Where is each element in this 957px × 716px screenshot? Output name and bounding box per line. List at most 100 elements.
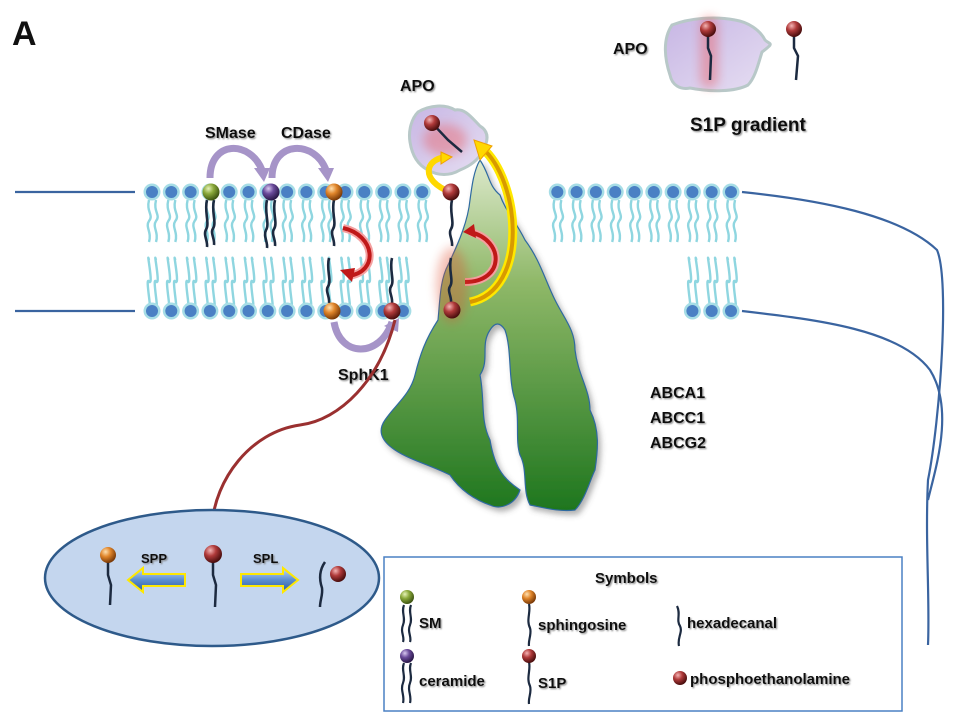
- lipid-tail: [281, 256, 287, 306]
- lipid-tail: [693, 199, 700, 243]
- flip-arrows: [340, 224, 500, 286]
- lipid-tail: [558, 199, 565, 243]
- lipid-head-core: [647, 186, 660, 198]
- lipid-tail: [339, 199, 345, 243]
- lipid-head-core: [300, 186, 313, 198]
- cytosol-sphingosine: [100, 547, 116, 606]
- lipid-tail: [571, 199, 577, 243]
- legend-phosphoethanolamine-label: phosphoethanolamine: [690, 671, 850, 688]
- sm-chain: [210, 199, 216, 246]
- lipid-tail: [153, 199, 159, 243]
- lipid-tail: [713, 199, 719, 243]
- free-s1p: [786, 21, 802, 81]
- legend-ceramide-icon: [400, 649, 414, 704]
- lipid-head-core: [165, 305, 178, 317]
- lipid-head-core: [686, 186, 699, 198]
- spp-arrow: [126, 565, 186, 595]
- lipid-tail: [655, 199, 661, 243]
- lipid-head-core: [223, 305, 236, 317]
- lipid-head-core: [339, 186, 351, 198]
- lipid-head-core: [358, 305, 371, 317]
- lipid-head-core: [184, 305, 197, 317]
- lipid-tail: [230, 256, 237, 306]
- lipid-tail: [300, 256, 307, 306]
- legend-s1p-label: S1P: [538, 675, 566, 692]
- lipid-tail: [648, 199, 654, 243]
- lipid-tail: [686, 199, 693, 243]
- lipid-tail: [165, 256, 172, 306]
- sphingosine-chain: [325, 257, 331, 304]
- s1p-outer: [442, 183, 460, 201]
- lipid-head-core: [146, 186, 158, 198]
- symbols-legend: Symbols SM sphingosine hexadecanal ceram…: [383, 556, 903, 712]
- lipid-tail: [307, 256, 314, 306]
- lipid-tail: [416, 199, 423, 243]
- sm-molecule: [202, 183, 220, 201]
- lipid-tail: [423, 199, 430, 243]
- membrane-sphingolipids: [202, 183, 468, 323]
- cytosol-products: [318, 561, 346, 608]
- apo-label-membrane: APO: [400, 78, 435, 95]
- lipid-head-core: [339, 305, 351, 317]
- apo-label-gradient: APO: [613, 41, 648, 58]
- lipid-tail: [262, 256, 268, 306]
- lipid-tail: [327, 199, 333, 243]
- lipid-tail: [288, 199, 294, 243]
- cytosol-compartment: [43, 508, 381, 648]
- spp-label: SPP: [141, 551, 167, 566]
- lipid-tail: [365, 199, 372, 243]
- panel-label: A: [12, 15, 37, 53]
- ceramide-chain: [271, 199, 277, 247]
- ceramide-molecule: [262, 183, 280, 201]
- sphk1-label: SphK1: [338, 367, 389, 384]
- cytosol-s1p: [204, 545, 222, 608]
- lipid-tail: [358, 256, 365, 306]
- lipid-head-core: [628, 186, 641, 198]
- lipid-tail: [578, 199, 584, 243]
- lipid-tail: [590, 199, 596, 243]
- lipid-head-core: [261, 305, 274, 317]
- lipid-tail: [192, 256, 198, 306]
- lipid-tail: [674, 199, 680, 243]
- lipid-tail: [211, 256, 217, 306]
- lipid-head-core: [551, 186, 564, 198]
- lipid-tail: [397, 199, 403, 243]
- lipid-tail: [146, 199, 152, 243]
- lipid-tail: [185, 256, 191, 306]
- lipid-tail: [320, 256, 326, 306]
- lipid-tail: [732, 256, 738, 306]
- legend-sphingosine-label: sphingosine: [538, 617, 626, 634]
- lipid-tail: [725, 199, 731, 243]
- sphingosine-chain: [330, 199, 336, 247]
- lipid-tail: [385, 199, 391, 243]
- lipid-head-core: [377, 186, 390, 198]
- lipid-head-core: [589, 186, 602, 198]
- lipid-head-core: [300, 305, 313, 317]
- abc-transporter: [380, 158, 598, 512]
- sphingosine-outer: [325, 183, 343, 201]
- lipid-tail: [146, 256, 152, 306]
- lipid-tail: [346, 256, 352, 306]
- lipid-tail: [597, 199, 603, 243]
- lipid-tail: [339, 256, 345, 306]
- smase-label: SMase: [205, 125, 256, 142]
- lipid-head-core: [281, 186, 294, 198]
- s1p-chain: [388, 257, 394, 304]
- transporter-label-3: ABCG2: [650, 435, 706, 452]
- lipid-tail: [693, 256, 700, 306]
- s1p-inner: [383, 302, 401, 320]
- lipid-tail: [713, 256, 719, 306]
- s1p-gradient-label: S1P gradient: [690, 115, 806, 136]
- cell-outline: [15, 190, 945, 646]
- lipid-head-core: [667, 186, 680, 198]
- lipid-tail: [378, 199, 384, 243]
- lipid-tail: [686, 256, 693, 306]
- legend-s1p-icon: [522, 649, 536, 705]
- s1p-chain: [447, 257, 453, 304]
- legend-hexadecanal-label: hexadecanal: [687, 615, 777, 632]
- lipid-tail: [250, 199, 256, 243]
- lipid-head-core: [242, 305, 255, 317]
- legend-hexadecanal-icon: [675, 605, 682, 647]
- lipid-tail: [725, 256, 731, 306]
- lipid-tail: [551, 199, 558, 243]
